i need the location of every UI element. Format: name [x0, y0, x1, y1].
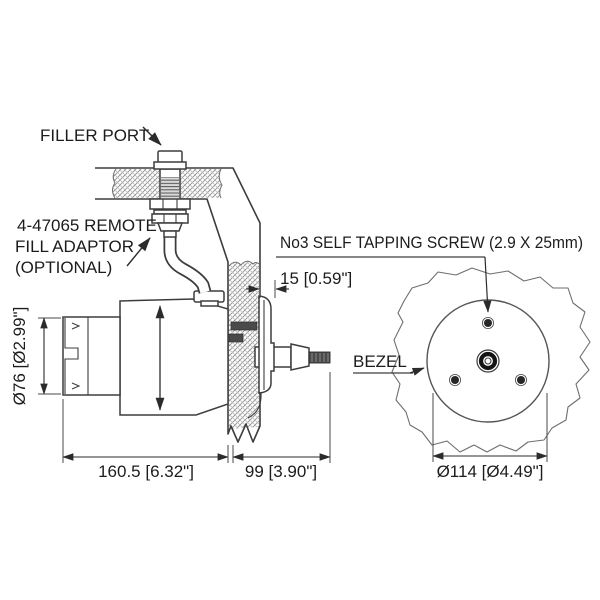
hub-outer-ring — [476, 349, 500, 373]
dimension-pump-length: 160.5 [6.32"] — [62, 399, 229, 481]
hose-barb — [163, 230, 177, 238]
bezel-label: BEZEL — [353, 352, 407, 371]
remote-fill-label-1: 4-47065 REMOTE — [17, 216, 157, 235]
bezel-flange-profile — [258, 295, 275, 394]
remote-fill-label-3: (OPTIONAL) — [15, 258, 112, 277]
bezel-arrow — [409, 367, 425, 376]
label-bezel: BEZEL — [353, 352, 425, 376]
screw-note-label: No3 SELF TAPPING SCREW (2.9 X 25mm) — [280, 233, 583, 252]
pump-rear-step-profile — [64, 318, 79, 394]
panel-fitting-dark-band-2 — [228, 333, 244, 343]
filler-port-arrow — [142, 126, 162, 146]
label-screw-note: No3 SELF TAPPING SCREW (2.9 X 25mm) — [276, 233, 583, 313]
filler-locknut — [149, 198, 191, 210]
dim-bezel-diameter-text: Ø114 [Ø4.49"] — [437, 462, 544, 481]
dim-pump-diameter-text: Ø76 [Ø2.99"] — [10, 307, 29, 406]
panel-torn-edge-right — [218, 168, 223, 199]
panel-fitting-dark-band — [230, 321, 258, 331]
hub-dark-ring — [478, 351, 498, 371]
panel-outline — [95, 167, 261, 443]
filler-cap-flange — [153, 161, 187, 170]
hose-fill — [165, 236, 210, 294]
pump-rear-clip-top — [71, 322, 81, 330]
self-tapping-screws — [448, 316, 528, 387]
screw-lower-right — [517, 376, 525, 384]
shaft-hub — [476, 349, 500, 373]
filler-port-assembly — [149, 150, 191, 238]
shaft-taper — [290, 343, 310, 371]
filler-shank-threads — [161, 177, 179, 198]
screw-top — [484, 319, 492, 327]
hose-elbow-base — [200, 300, 219, 307]
dimension-pump-diameter: Ø76 [Ø2.99"] — [10, 307, 61, 406]
bezel-side-view — [247, 295, 331, 419]
helm-pump-body — [62, 298, 258, 416]
label-filler-port: FILLER PORT — [40, 126, 162, 146]
bezel-lower-arc — [247, 392, 262, 419]
remote-fill-arrow — [126, 237, 151, 267]
bezel-rear-view: No3 SELF TAPPING SCREW (2.9 X 25mm) BEZE… — [276, 233, 591, 481]
panel-hatch-vertical — [229, 261, 259, 429]
dim-pump-length-text: 160.5 [6.32"] — [98, 462, 194, 481]
pump-main-body — [119, 298, 229, 416]
screw-lower-left — [451, 376, 459, 384]
screw-note-leader — [483, 256, 492, 313]
panel-torn-edge-left — [112, 168, 117, 199]
dimension-bezel-protrusion: 15 [0.59"] — [246, 269, 352, 298]
dim-shaft-length-text: 99 [3.90"] — [245, 462, 317, 481]
filler-cap — [157, 150, 183, 164]
hub-center-hole — [484, 357, 492, 365]
hose-adaptor — [156, 222, 184, 232]
dim-bezel-protrusion-text: 15 [0.59"] — [280, 269, 352, 288]
dimension-bezel-diameter: Ø114 [Ø4.49"] — [432, 393, 548, 481]
shaft-thread-lines — [311, 353, 329, 362]
panel-torn-edge-top — [228, 260, 260, 267]
pump-rear-cap — [62, 316, 121, 396]
dimension-shaft-length: 99 [3.90"] — [232, 372, 331, 481]
screw-lower-left-ring — [448, 373, 462, 387]
filler-nut2 — [151, 213, 189, 224]
label-remote-fill-adaptor: 4-47065 REMOTE FILL ADAPTOR (OPTIONAL) — [15, 216, 157, 277]
remote-fill-hose-assembly — [163, 236, 225, 307]
side-view: Ø76 [Ø2.99"] 15 [0.59"] 160.5 [6.32"] 99… — [10, 126, 352, 481]
screw-lower-right-ring — [514, 373, 528, 387]
remote-fill-label-2: FILL ADAPTOR — [15, 237, 134, 256]
filler-port-label: FILLER PORT — [40, 126, 149, 145]
screw-top-ring — [481, 316, 495, 330]
pump-rear-clip-bottom — [71, 382, 81, 390]
